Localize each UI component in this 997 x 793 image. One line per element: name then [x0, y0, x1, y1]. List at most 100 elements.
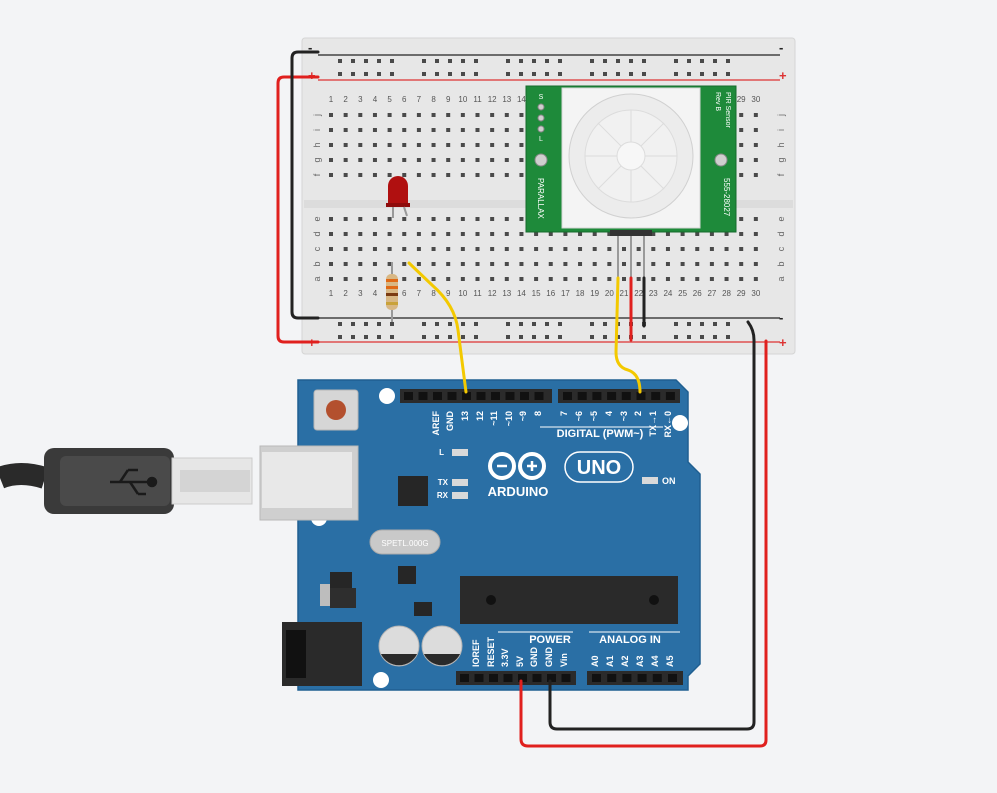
bb-hole	[416, 247, 421, 251]
bb-column-number: 13	[502, 95, 511, 104]
bb-hole	[490, 217, 495, 221]
power-led-label: ON	[662, 476, 676, 486]
bb-hole	[343, 128, 348, 132]
bb-hole	[739, 262, 744, 266]
bb-column-number: 30	[751, 95, 760, 104]
bb-hole	[504, 262, 509, 266]
wire-black-gnd[interactable]	[548, 320, 756, 731]
bb-column-number: 12	[488, 289, 497, 298]
bb-column-number: 10	[458, 289, 467, 298]
bb-hole	[753, 128, 758, 132]
wire-yellow-pin13[interactable]	[407, 261, 468, 394]
capacitor-2	[421, 625, 463, 667]
bb-column-number: 4	[373, 289, 378, 298]
transistor	[414, 602, 432, 616]
bb-hole	[636, 247, 641, 251]
resistor[interactable]	[386, 262, 398, 322]
bb-hole	[713, 59, 717, 63]
bb-column-number: 29	[737, 289, 746, 298]
wire-red-left-rail[interactable]	[276, 75, 320, 344]
rail-minus-label-tr: -	[779, 40, 783, 55]
power-header[interactable]	[456, 671, 683, 685]
bb-hole	[431, 128, 436, 132]
header-socket	[577, 392, 587, 400]
bb-hole	[709, 262, 714, 266]
bb-hole	[674, 335, 678, 339]
bb-hole	[431, 247, 436, 251]
power-pin-label: RESET	[486, 636, 496, 667]
bb-row-letter: g	[776, 157, 786, 162]
bb-hole	[724, 262, 729, 266]
bb-hole	[372, 158, 377, 162]
wire-black-left-rail[interactable]	[290, 50, 320, 320]
digital-header[interactable]	[400, 389, 680, 403]
bb-hole	[534, 232, 539, 236]
digital-pin-label: 8	[533, 411, 543, 416]
bb-hole	[590, 335, 594, 339]
bb-hole	[364, 322, 368, 326]
header-socket	[447, 392, 457, 400]
bb-column-number: 21	[620, 289, 629, 298]
led-rim	[386, 203, 410, 207]
bb-column-number: 20	[605, 289, 614, 298]
bb-hole	[753, 217, 758, 221]
bb-hole	[753, 113, 758, 117]
power-jack-socket	[286, 630, 306, 678]
small-chip	[398, 566, 416, 584]
bb-hole	[422, 72, 426, 76]
bb-hole	[700, 335, 704, 339]
digital-pin-label: ~9	[518, 411, 528, 421]
wire-red-5v[interactable]	[519, 339, 768, 748]
bb-hole	[329, 217, 333, 221]
bb-hole	[329, 113, 333, 117]
bb-column-number: 8	[431, 289, 436, 298]
bb-hole	[474, 322, 478, 326]
arduino-uno[interactable]: SPETL.000G ARDUINO	[259, 379, 701, 691]
bb-row-letter: j	[312, 114, 322, 117]
bb-hole	[390, 72, 394, 76]
pir-header	[610, 230, 652, 236]
wires[interactable]	[276, 50, 768, 748]
bb-hole	[343, 217, 348, 221]
bb-hole	[578, 277, 583, 281]
bb-hole	[519, 173, 524, 177]
bb-hole	[563, 247, 568, 251]
usb-b-port-face	[262, 452, 352, 508]
digital-pin-label: 13	[460, 411, 470, 421]
digital-pin-label: 2	[633, 411, 643, 416]
reset-button[interactable]	[313, 389, 359, 431]
bb-column-number: 9	[446, 289, 451, 298]
bb-hole	[700, 59, 704, 63]
bb-hole	[461, 72, 465, 76]
bb-hole	[726, 335, 730, 339]
bb-hole	[372, 128, 377, 132]
bb-hole	[329, 128, 333, 132]
bb-hole	[460, 173, 465, 177]
bb-hole	[506, 322, 510, 326]
wire-yellow-pin2[interactable]	[614, 276, 642, 394]
usb-cable[interactable]	[0, 448, 253, 514]
analog-pin-label: A5	[665, 655, 675, 667]
bb-column-number: 24	[663, 289, 672, 298]
bb-hole	[753, 158, 758, 162]
bb-hole	[665, 232, 670, 236]
bb-hole	[534, 247, 539, 251]
bb-hole	[590, 72, 594, 76]
pir-part-number-label: 555-28027	[722, 178, 731, 217]
bb-hole	[548, 277, 553, 281]
bb-hole	[504, 277, 509, 281]
bb-hole	[607, 277, 612, 281]
bb-row-letter: b	[776, 261, 786, 266]
digital-header-sockets	[404, 392, 675, 400]
bb-hole	[343, 232, 348, 236]
red-led[interactable]	[386, 176, 410, 218]
header-socket	[636, 392, 646, 400]
bb-hole	[680, 232, 685, 236]
bb-hole	[377, 335, 381, 339]
pir-sensor[interactable]: S L PARALLAX PIR Sensor Rev B 555-28027	[525, 85, 737, 278]
bb-hole	[460, 113, 465, 117]
bb-hole	[435, 59, 439, 63]
arduino-mount-hole-tr	[672, 415, 688, 431]
bb-hole	[475, 232, 480, 236]
